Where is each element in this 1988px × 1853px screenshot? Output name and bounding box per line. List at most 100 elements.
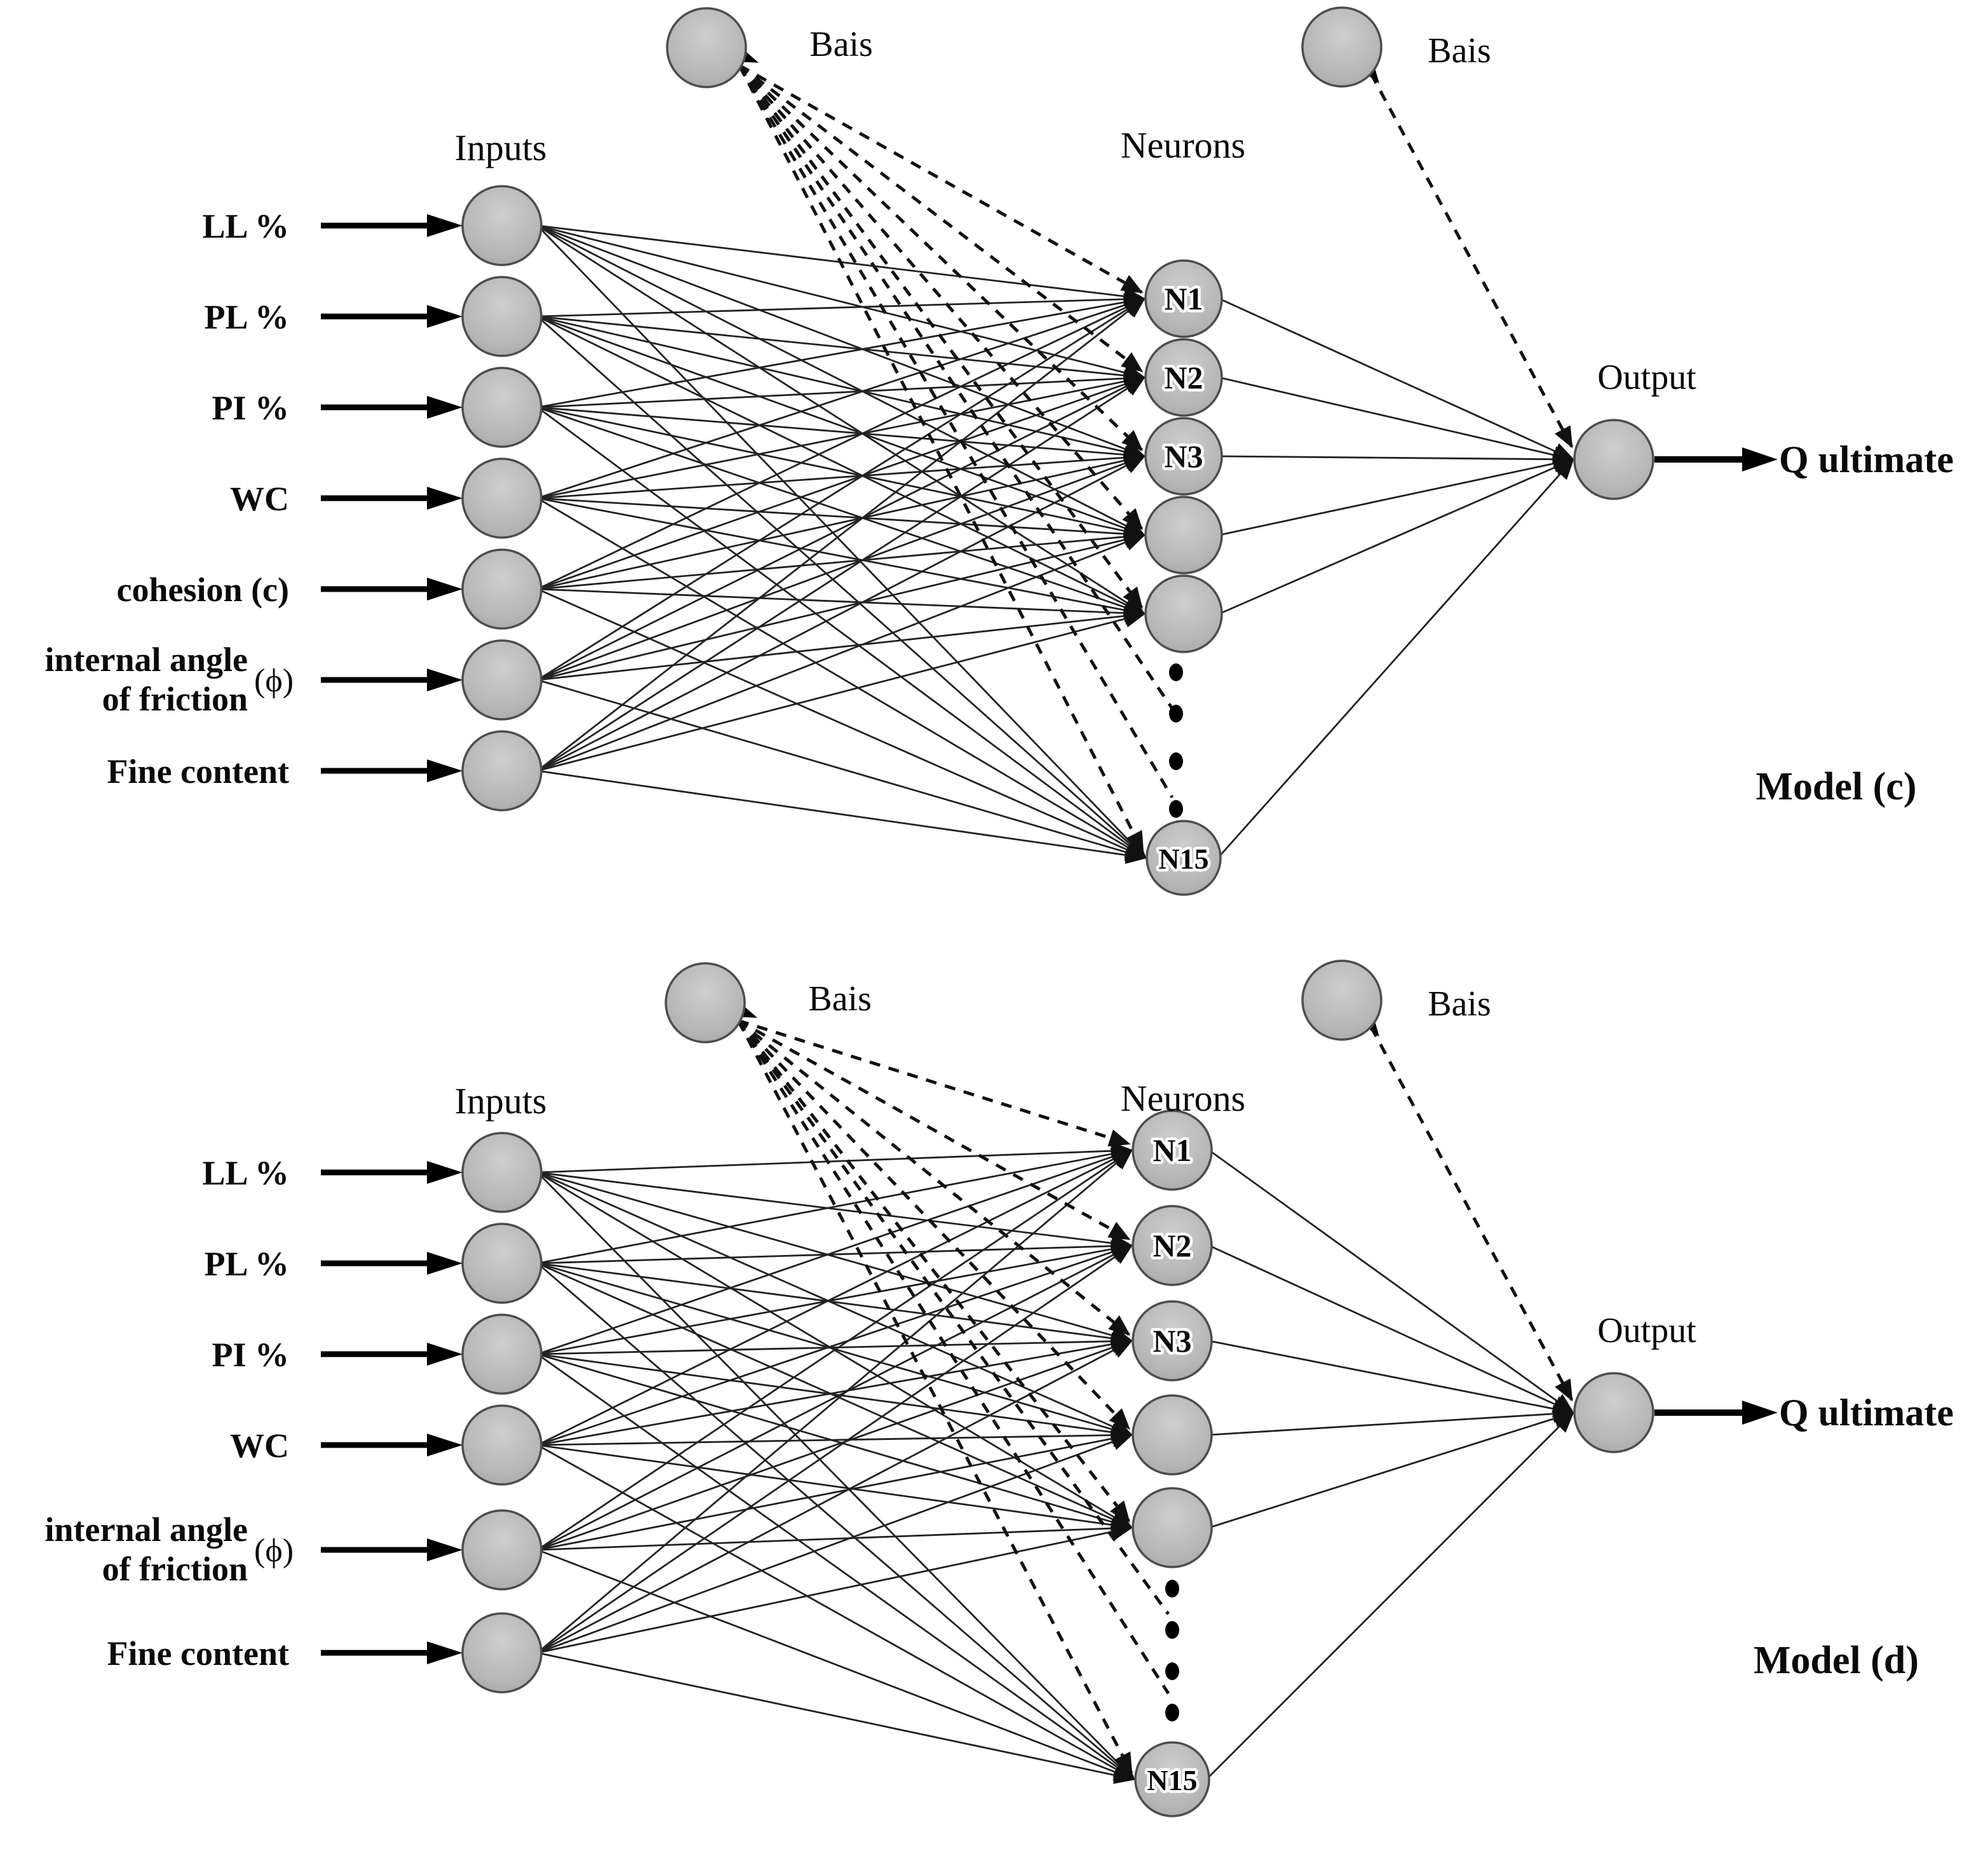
hidden-node-c-N3: [1144, 417, 1223, 496]
input-to-hidden-line: [537, 1240, 1133, 1355]
input-node-c-3: [461, 458, 543, 539]
model-caption-d: Model (d): [1754, 1639, 1919, 1682]
input-node-d-3: [461, 1404, 543, 1486]
input-to-hidden-line: [537, 454, 1146, 681]
input-to-hidden-line: [537, 588, 1147, 859]
input-node-c-5: [461, 639, 543, 721]
input-to-hidden-line: [537, 315, 1146, 384]
ellipsis-dot: [1169, 752, 1183, 770]
bias-to-output-dashed: [1369, 72, 1574, 449]
input-to-hidden-line: [536, 225, 1147, 860]
inputs-layer-label: Inputs: [455, 1080, 547, 1122]
input-to-hidden-line: [537, 1149, 1133, 1654]
neurons-layer-label: Neurons: [1121, 125, 1246, 166]
input-to-hidden-line: [537, 406, 1147, 859]
phi-symbol: (ϕ): [254, 663, 294, 699]
hidden-node-label: N3: [1153, 1323, 1191, 1359]
hidden-to-output-line: [1208, 1404, 1575, 1436]
output-node-d: [1573, 1372, 1654, 1453]
hidden-node-c-N1: [1144, 259, 1223, 338]
bias-node-hidden-d: [665, 962, 746, 1043]
hidden-node-d-blank3: [1132, 1394, 1213, 1476]
input-to-hidden-line: [537, 1353, 1133, 1531]
input-label-line: internal angle: [45, 1510, 248, 1549]
input-label-line: internal angle: [45, 641, 248, 679]
input-arrow-head: [427, 1161, 463, 1184]
input-to-hidden-line: [537, 315, 1146, 537]
input-to-hidden-line: [537, 1444, 1133, 1534]
hidden-to-output-line: [1219, 454, 1575, 536]
input-to-hidden-line: [537, 1142, 1133, 1174]
bias-to-hidden-dashed: [738, 1019, 1131, 1147]
input-label: Fine content: [107, 1634, 289, 1673]
bias-to-hidden-dashed: [738, 64, 1143, 531]
hidden-node-c-N2: [1144, 338, 1223, 417]
input-to-hidden-line: [537, 406, 1146, 540]
input-to-hidden-line: [537, 1148, 1133, 1355]
hidden-to-output-line: [1217, 458, 1574, 859]
hidden-node-label: N2: [1153, 1228, 1191, 1263]
input-arrow-head: [427, 1641, 463, 1664]
ellipsis-dot: [1169, 800, 1183, 818]
bias-to-hidden-dashed: [737, 1019, 1131, 1241]
hidden-node-label: N1: [1153, 1132, 1191, 1168]
ellipsis-dot: [1169, 663, 1183, 681]
input-to-hidden-line: [537, 224, 1146, 382]
bias-to-hidden-dashed: [736, 1019, 1133, 1775]
input-label: PL %: [204, 1245, 289, 1283]
input-to-hidden-line: [537, 1523, 1133, 1654]
io-arrows-layer: [321, 214, 1778, 1664]
input-to-hidden-line: [537, 1262, 1133, 1529]
input-to-hidden-line: [537, 1444, 1136, 1781]
bias-to-hidden-dashed: [736, 1021, 1170, 1615]
input-to-hidden-line: [537, 451, 1146, 590]
input-to-hidden-line: [537, 534, 1146, 772]
hidden-node-c-N15: [1146, 820, 1222, 896]
input-to-hidden-line: [537, 369, 1146, 409]
input-to-hidden-line: [537, 376, 1146, 681]
input-label: Fine content: [107, 752, 289, 791]
input-to-hidden-line: [537, 297, 1146, 590]
hidden-node-d-N1: [1132, 1110, 1213, 1191]
input-to-hidden-line: [537, 527, 1146, 590]
input-to-hidden-line: [537, 297, 1146, 681]
input-to-hidden-line: [537, 455, 1146, 772]
input-label: PI %: [212, 389, 290, 427]
hidden-to-output-line: [1208, 1244, 1575, 1414]
input-to-hidden-line: [537, 497, 1147, 859]
inputs-layer-label: Inputs: [455, 127, 547, 168]
input-node-d-5: [461, 1612, 543, 1693]
input-label: WC: [230, 1427, 289, 1465]
input-to-hidden-line: [537, 770, 1147, 864]
q-ultimate-label: Q ultimate: [1779, 438, 1954, 480]
hidden-node-d-N2: [1132, 1205, 1213, 1286]
bias-to-hidden-dashed: [738, 65, 1174, 710]
input-to-hidden-line: [537, 1353, 1133, 1441]
input-to-hidden-line: [537, 1171, 1133, 1436]
input-label: PL %: [204, 298, 289, 336]
bias-to-hidden-dashed: [737, 1019, 1131, 1336]
hidden-node-d-blank4: [1132, 1487, 1213, 1568]
input-label: cohesion (c): [117, 571, 289, 609]
output-layer-label: Output: [1597, 1311, 1696, 1350]
input-to-hidden-line: [537, 497, 1146, 619]
hidden-node-label: N2: [1164, 360, 1203, 395]
hidden-node-c-blank4: [1144, 574, 1223, 653]
bias-to-hidden-dashed: [738, 64, 1144, 451]
hidden-to-output-line: [1208, 1149, 1575, 1414]
input-arrow-head: [427, 669, 463, 691]
bias-label: Bais: [808, 979, 872, 1019]
input-arrow-head: [427, 487, 463, 510]
input-to-hidden-line: [537, 1433, 1133, 1654]
input-arrow-head: [427, 1434, 463, 1456]
input-arrow-head: [427, 214, 463, 237]
input-to-hidden-line: [537, 296, 1146, 499]
input-to-hidden-line: [537, 1237, 1133, 1265]
input-arrow-head: [427, 1343, 463, 1366]
input-to-hidden-line: [537, 293, 1146, 409]
input-arrow-head: [427, 578, 463, 601]
